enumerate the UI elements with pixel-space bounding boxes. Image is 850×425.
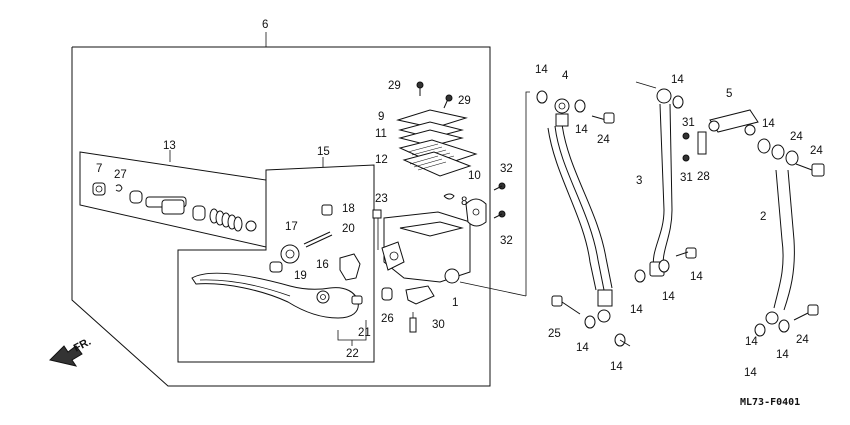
callout-label: 14 xyxy=(576,342,589,354)
callout-label: 25 xyxy=(548,328,561,340)
callout-label: 27 xyxy=(114,169,127,181)
callout-label: 30 xyxy=(432,319,445,331)
callout-label: 31 xyxy=(682,117,695,129)
callout-label: 14 xyxy=(610,361,623,373)
callout-label: 16 xyxy=(316,259,329,271)
callout-label: 24 xyxy=(790,131,803,143)
assembly-frame-6 xyxy=(71,32,491,387)
callout-label: 5 xyxy=(726,88,732,100)
callout-label: 2 xyxy=(760,211,766,223)
callout-label: 1 xyxy=(452,297,458,309)
callout-label: 24 xyxy=(796,334,809,346)
callout-label: 24 xyxy=(810,145,823,157)
callout-label: 32 xyxy=(500,163,513,175)
callout-label: 14 xyxy=(575,124,588,136)
callout-label: 9 xyxy=(378,111,384,123)
callout-label: 22 xyxy=(346,348,359,360)
callout-label: 10 xyxy=(468,170,481,182)
front-direction-arrow: FR. xyxy=(49,336,93,367)
callout-label: 14 xyxy=(535,64,548,76)
callout-label: 14 xyxy=(671,74,684,86)
lever-frame-15 xyxy=(177,157,375,363)
callout-label: 14 xyxy=(745,336,758,348)
callout-label: 28 xyxy=(697,171,710,183)
callout-label: 14 xyxy=(662,291,675,303)
callout-label: 14 xyxy=(744,367,757,379)
callout-label: 12 xyxy=(375,154,388,166)
callout-label: 32 xyxy=(500,235,513,247)
callout-label: 7 xyxy=(96,163,102,175)
drawing-code: ML73-F0401 xyxy=(740,397,800,408)
callout-label: 23 xyxy=(375,193,388,205)
callout-label: 6 xyxy=(262,19,268,31)
callout-label: 26 xyxy=(381,313,394,325)
callout-label: 14 xyxy=(762,118,775,130)
master-cylinder xyxy=(372,81,506,333)
callout-label: 31 xyxy=(680,172,693,184)
brake-hose-4 xyxy=(459,90,631,347)
piston-kit-frame-13 xyxy=(79,150,267,248)
callout-label: 14 xyxy=(690,271,703,283)
callout-label: 29 xyxy=(388,80,401,92)
callout-label: 21 xyxy=(358,327,371,339)
callout-label: 14 xyxy=(776,349,789,361)
brake-hose-2 xyxy=(708,109,825,337)
callout-label: 17 xyxy=(285,221,298,233)
callout-label: 8 xyxy=(461,196,467,208)
callout-label: 24 xyxy=(597,134,610,146)
callout-label: 13 xyxy=(163,140,176,152)
brake-hose-3 xyxy=(634,81,707,283)
callout-label: 3 xyxy=(636,175,642,187)
callout-label: 4 xyxy=(562,70,569,82)
direction-label: FR. xyxy=(72,336,93,355)
callout-label: 29 xyxy=(458,95,471,107)
callout-label: 18 xyxy=(342,203,355,215)
callout-labels: 6 13 7 27 15 17 18 20 19 16 23 9 11 12 2… xyxy=(96,19,823,379)
callout-label: 20 xyxy=(342,223,355,235)
callout-label: 15 xyxy=(317,146,330,158)
callout-label: 14 xyxy=(630,304,643,316)
callout-label: 11 xyxy=(375,128,387,140)
callout-label: 19 xyxy=(294,270,307,282)
